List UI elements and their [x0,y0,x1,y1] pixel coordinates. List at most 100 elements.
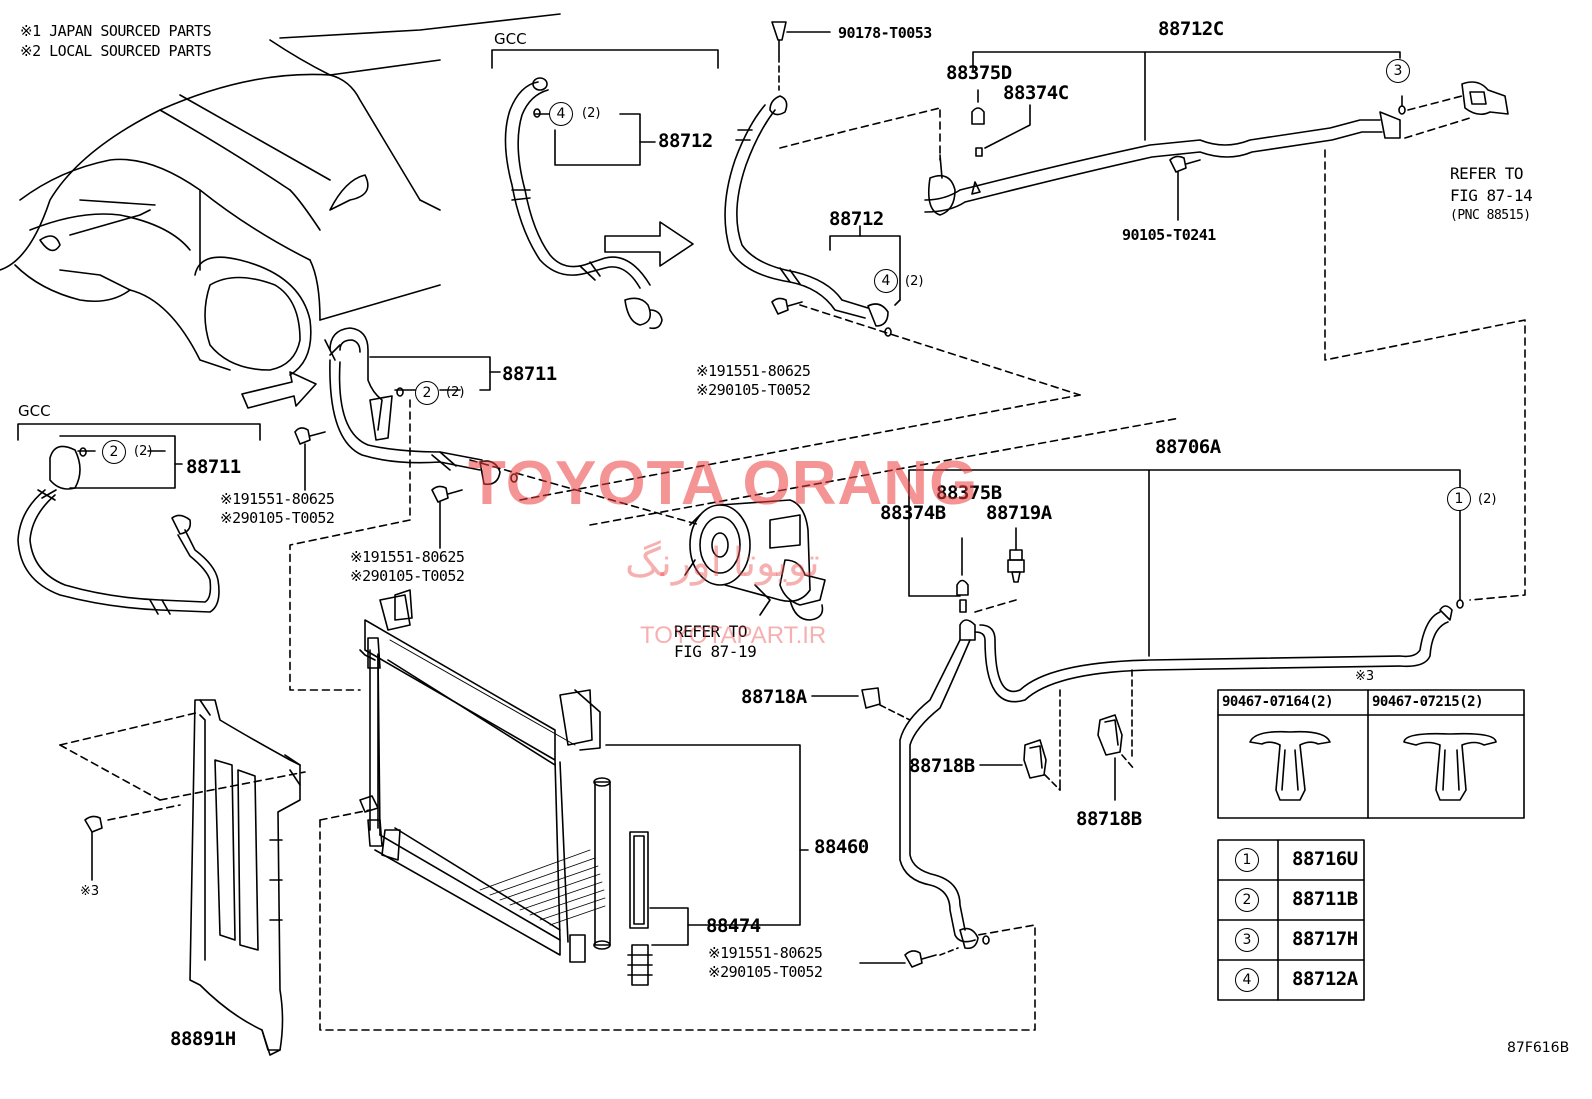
cap-88375D [971,107,985,125]
ref-circle-4-gcc: 4 [549,102,573,126]
part-88711-gcc: 88711 [186,456,241,478]
arrow-shape-center [604,221,694,267]
gcc-left-bracket [17,423,261,441]
valve-88374B [959,599,967,613]
bracket-88706A [908,469,1461,657]
gcc-top-label: GCC [494,30,527,48]
dashed-ref [1324,149,1526,601]
switch-88719A [1007,549,1025,583]
dashed-ref [469,459,701,526]
watermark-main: TOYOTA ORANG [468,449,979,518]
bolt-88712 [771,297,803,315]
part-88474: 88474 [706,915,761,937]
bolt-note-4b: ※290105-T0052 [708,963,823,981]
clip-table [1217,689,1525,819]
legend-circle-3: 3 [1235,928,1259,952]
bolt-center-left [294,427,326,491]
part-88718B-1: 88718B [909,755,975,777]
part-88375D: 88375D [946,62,1012,84]
o-ring [1398,105,1406,115]
part-88374C: 88374C [1003,82,1069,104]
figure-id: 87F616B [1507,1040,1570,1056]
dashed-ref [59,744,161,801]
clip-note: ※3 [80,884,100,899]
dashed-ref [799,304,1081,396]
refer-comp-line2: FIG 87-19 [674,642,757,661]
part-90105: 90105-T0241 [1122,226,1216,244]
hose-88712 [724,21,889,327]
desiccant-88474 [627,831,653,986]
legend-part-1: 88716U [1292,848,1358,870]
ref-circle-2-gcc: 2 [102,440,126,464]
legend-part-3: 88717H [1292,928,1358,950]
ref-circle-3: 3 [1386,59,1410,83]
bracket-88460 [605,744,801,926]
note-local: ※2 LOCAL SOURCED PARTS [20,42,212,60]
part-88374B: 88374B [880,502,946,524]
legend-circle-1: 1 [1235,848,1259,872]
bolt-note-2b: ※290105-T0052 [220,509,335,527]
bolt-note-4a: ※191551-80625 [708,944,823,962]
valve-88374C [975,147,983,157]
refer-top-line1: REFER TO [1450,164,1524,183]
qty-4-gcc: (2) [582,106,601,121]
part-88719A: 88719A [986,502,1052,524]
gcc-top-bracket [491,49,719,69]
clip-table-title: ※3 [1355,669,1375,684]
legend-part-4: 88712A [1292,968,1358,990]
part-88712: 88712 [829,208,884,230]
legend-circle-2: 2 [1235,888,1259,912]
watermark-site: TOYOTAPART.IR [640,622,827,649]
dashed-ref [1121,754,1136,771]
hose-gcc-88711 [17,445,220,615]
clamp-88718B-2 [1097,714,1123,756]
clamp-88718B-1 [1023,739,1047,779]
dashed-ref [519,394,1081,501]
part-88712C: 88712C [1158,18,1224,40]
ref-circle-2: 2 [415,381,439,405]
bolt-note-1a: ※191551-80625 [696,362,811,380]
bolt-center-mid [431,485,463,549]
ref-circle-1: 1 [1447,487,1471,511]
part-88460: 88460 [814,836,869,858]
qty-4: (2) [905,274,924,289]
clip-table-col1: 90467-07164(2) [1222,694,1334,710]
bracket-88711-gcc [59,435,176,489]
part-88375B: 88375B [936,482,1002,504]
part-90178: 90178-T0053 [838,24,932,42]
bracket-88474 [649,907,689,946]
bracket-88712-gcc [554,113,641,166]
dashed-ref [107,804,181,821]
bracket-88712-main [829,235,901,301]
bracket-88711-center [369,356,491,391]
bolt-90105 [1169,155,1201,221]
hose-88711-center [324,327,501,486]
dashed-ref [1407,95,1463,111]
dashed-ref [1404,117,1471,139]
ref-circle-4: 4 [874,269,898,293]
qty-2: (2) [446,385,465,400]
dashed-ref [159,771,306,801]
arrow-shape-left [241,371,317,409]
part-88718A: 88718A [741,686,807,708]
refer-comp-line1: REFER TO [674,622,748,641]
refer-top-line2: FIG 87-14 [1450,186,1533,205]
cap-88375B [956,579,969,596]
dashed-ref [319,809,371,821]
pipe-88706A [899,605,1453,950]
bolt-note-1b: ※290105-T0052 [696,381,811,399]
part-88515 [1461,81,1509,116]
qty-1: (2) [1478,492,1497,507]
hose-gcc-88712 [504,77,663,330]
watermark-persian: تویوتا اورنگ [625,541,820,585]
note-japan: ※1 JAPAN SOURCED PARTS [20,22,212,40]
part-88891H: 88891H [170,1028,236,1050]
part-88718B-2: 88718B [1076,808,1142,830]
dashed-ref [589,417,1181,526]
air-guide-88891H [189,699,301,1056]
dashed-ref [879,704,911,721]
gcc-left-label: GCC [18,402,51,420]
dashed-ref [974,599,1017,613]
clip-3 [84,815,103,881]
